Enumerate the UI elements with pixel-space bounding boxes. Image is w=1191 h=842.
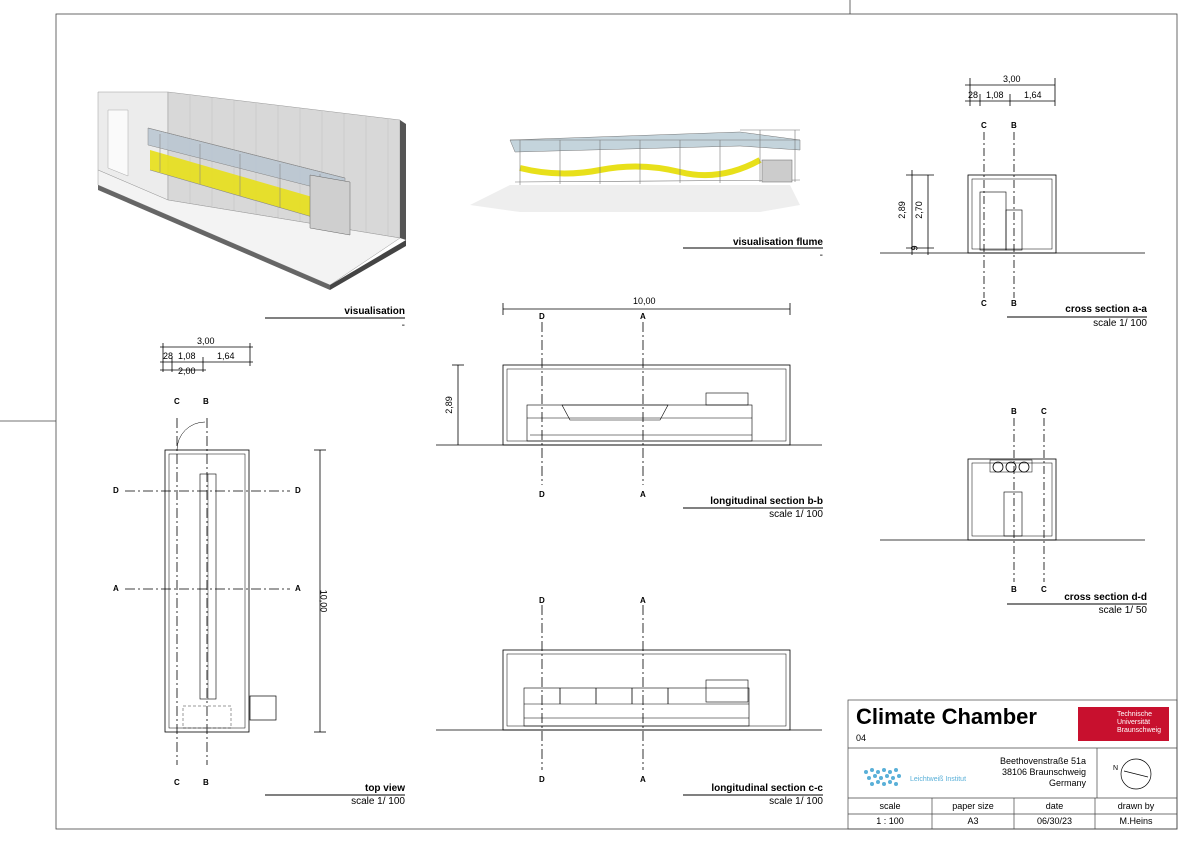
- dd-cut-c-bottom: C: [1041, 585, 1047, 594]
- table-value-date: 06/30/23: [1036, 816, 1073, 826]
- visualisation-render: [97, 91, 406, 290]
- flume-sub: -: [819, 250, 823, 261]
- bb-dim-height: 2,89: [443, 396, 454, 414]
- top-dim-length: 10,00: [318, 589, 329, 613]
- table-value-paper: A3: [967, 816, 979, 826]
- table-value-drawn: M.Heins: [1119, 816, 1153, 826]
- top-dim-w1: 28: [163, 351, 174, 361]
- top-dim-width-total: 3,00: [197, 336, 215, 346]
- top-view: [160, 343, 326, 733]
- top-title: top view: [364, 783, 405, 794]
- top-cut-a-left: A: [113, 584, 119, 593]
- aa-sub: scale 1/ 100: [1093, 318, 1147, 329]
- cross-section-aa: [880, 78, 1145, 255]
- aa-cut-b-bottom: B: [1011, 299, 1017, 308]
- top-cut-b-top: B: [203, 397, 209, 406]
- sheet-title: Climate Chamber: [856, 704, 1037, 729]
- title-block: [847, 699, 1178, 830]
- bb-sub: scale 1/ 100: [769, 509, 823, 520]
- aa-cut-c-bottom: C: [981, 299, 987, 308]
- aa-dim-base: 9: [909, 245, 920, 251]
- longitudinal-section-cc: [436, 649, 822, 731]
- table-header-drawn: drawn by: [1117, 801, 1155, 811]
- aa-dim-w3: 1,64: [1024, 90, 1042, 100]
- dd-cut-lines: [1013, 418, 1045, 582]
- top-dim-w3: 1,64: [217, 351, 235, 361]
- top-cut-d-right: D: [295, 486, 301, 495]
- bb-dim-length: 10,00: [633, 296, 656, 306]
- aa-dim-width-total: 3,00: [1003, 74, 1021, 84]
- aa-dim-height-inner: 2,70: [913, 201, 924, 219]
- cc-title: longitudinal section c-c: [711, 783, 823, 794]
- institute-name: Leichtweiß Institut: [910, 776, 967, 783]
- cross-section-dd: [880, 458, 1145, 541]
- cc-sub: scale 1/ 100: [769, 796, 823, 807]
- cc-cut-a-bottom: A: [640, 775, 646, 784]
- sheet-frame: [0, 0, 1178, 830]
- sheet-address: Beethovenstraße 51a 38106 Braunschweig G…: [999, 756, 1086, 788]
- aa-cut-c-top: C: [981, 121, 987, 130]
- top-cut-lines: [125, 418, 290, 765]
- table-header-paper: paper size: [952, 801, 994, 811]
- university-name: Technische Universität Braunschweig: [1117, 711, 1161, 734]
- north-arrow-label: N: [1113, 765, 1119, 772]
- top-cut-c-top: C: [174, 397, 180, 406]
- aa-dim-height: 2,89: [896, 201, 907, 219]
- top-cut-d-left: D: [113, 486, 119, 495]
- longitudinal-section-bb: [436, 303, 822, 446]
- flume-title: visualisation flume: [732, 237, 823, 248]
- table-header-date: date: [1045, 801, 1064, 811]
- dd-sub: scale 1/ 50: [1098, 605, 1147, 616]
- bb-cut-a-top: A: [640, 312, 646, 321]
- aa-dim-w1: 28: [968, 90, 979, 100]
- aa-title: cross section a-a: [1065, 304, 1147, 315]
- dd-title: cross section d-d: [1064, 592, 1147, 603]
- bb-cut-lines: [541, 322, 644, 485]
- cc-cut-d-bottom: D: [539, 775, 545, 784]
- dd-cut-c-top: C: [1041, 407, 1047, 416]
- top-cut-b-bottom: B: [203, 778, 209, 787]
- bb-cut-d-bottom: D: [539, 490, 545, 499]
- cc-cut-d-top: D: [539, 596, 545, 605]
- table-header-scale: scale: [879, 801, 901, 811]
- bb-title: longitudinal section b-b: [710, 496, 823, 507]
- top-cut-a-right: A: [295, 584, 301, 593]
- institute-logo: [864, 768, 901, 786]
- top-sub: scale 1/ 100: [351, 796, 405, 807]
- dd-cut-b-top: B: [1011, 407, 1017, 416]
- table-value-scale: 1 : 100: [876, 816, 904, 826]
- aa-cut-lines: [983, 132, 1015, 298]
- cc-cut-a-top: A: [640, 596, 646, 605]
- sheet-number: 04: [856, 733, 867, 743]
- visualisation-sub: -: [401, 320, 405, 331]
- bb-cut-d-top: D: [539, 312, 545, 321]
- visualisation-title: visualisation: [344, 306, 405, 317]
- top-cut-c-bottom: C: [174, 778, 180, 787]
- top-dim-w4: 2,00: [178, 366, 196, 376]
- top-dim-w2: 1,08: [178, 351, 196, 361]
- aa-dim-w2: 1,08: [986, 90, 1004, 100]
- cc-cut-lines: [541, 605, 644, 770]
- flume-render: [470, 129, 801, 212]
- dd-cut-b-bottom: B: [1011, 585, 1017, 594]
- university-logo: [1078, 707, 1169, 741]
- aa-cut-b-top: B: [1011, 121, 1017, 130]
- bb-cut-a-bottom: A: [640, 490, 646, 499]
